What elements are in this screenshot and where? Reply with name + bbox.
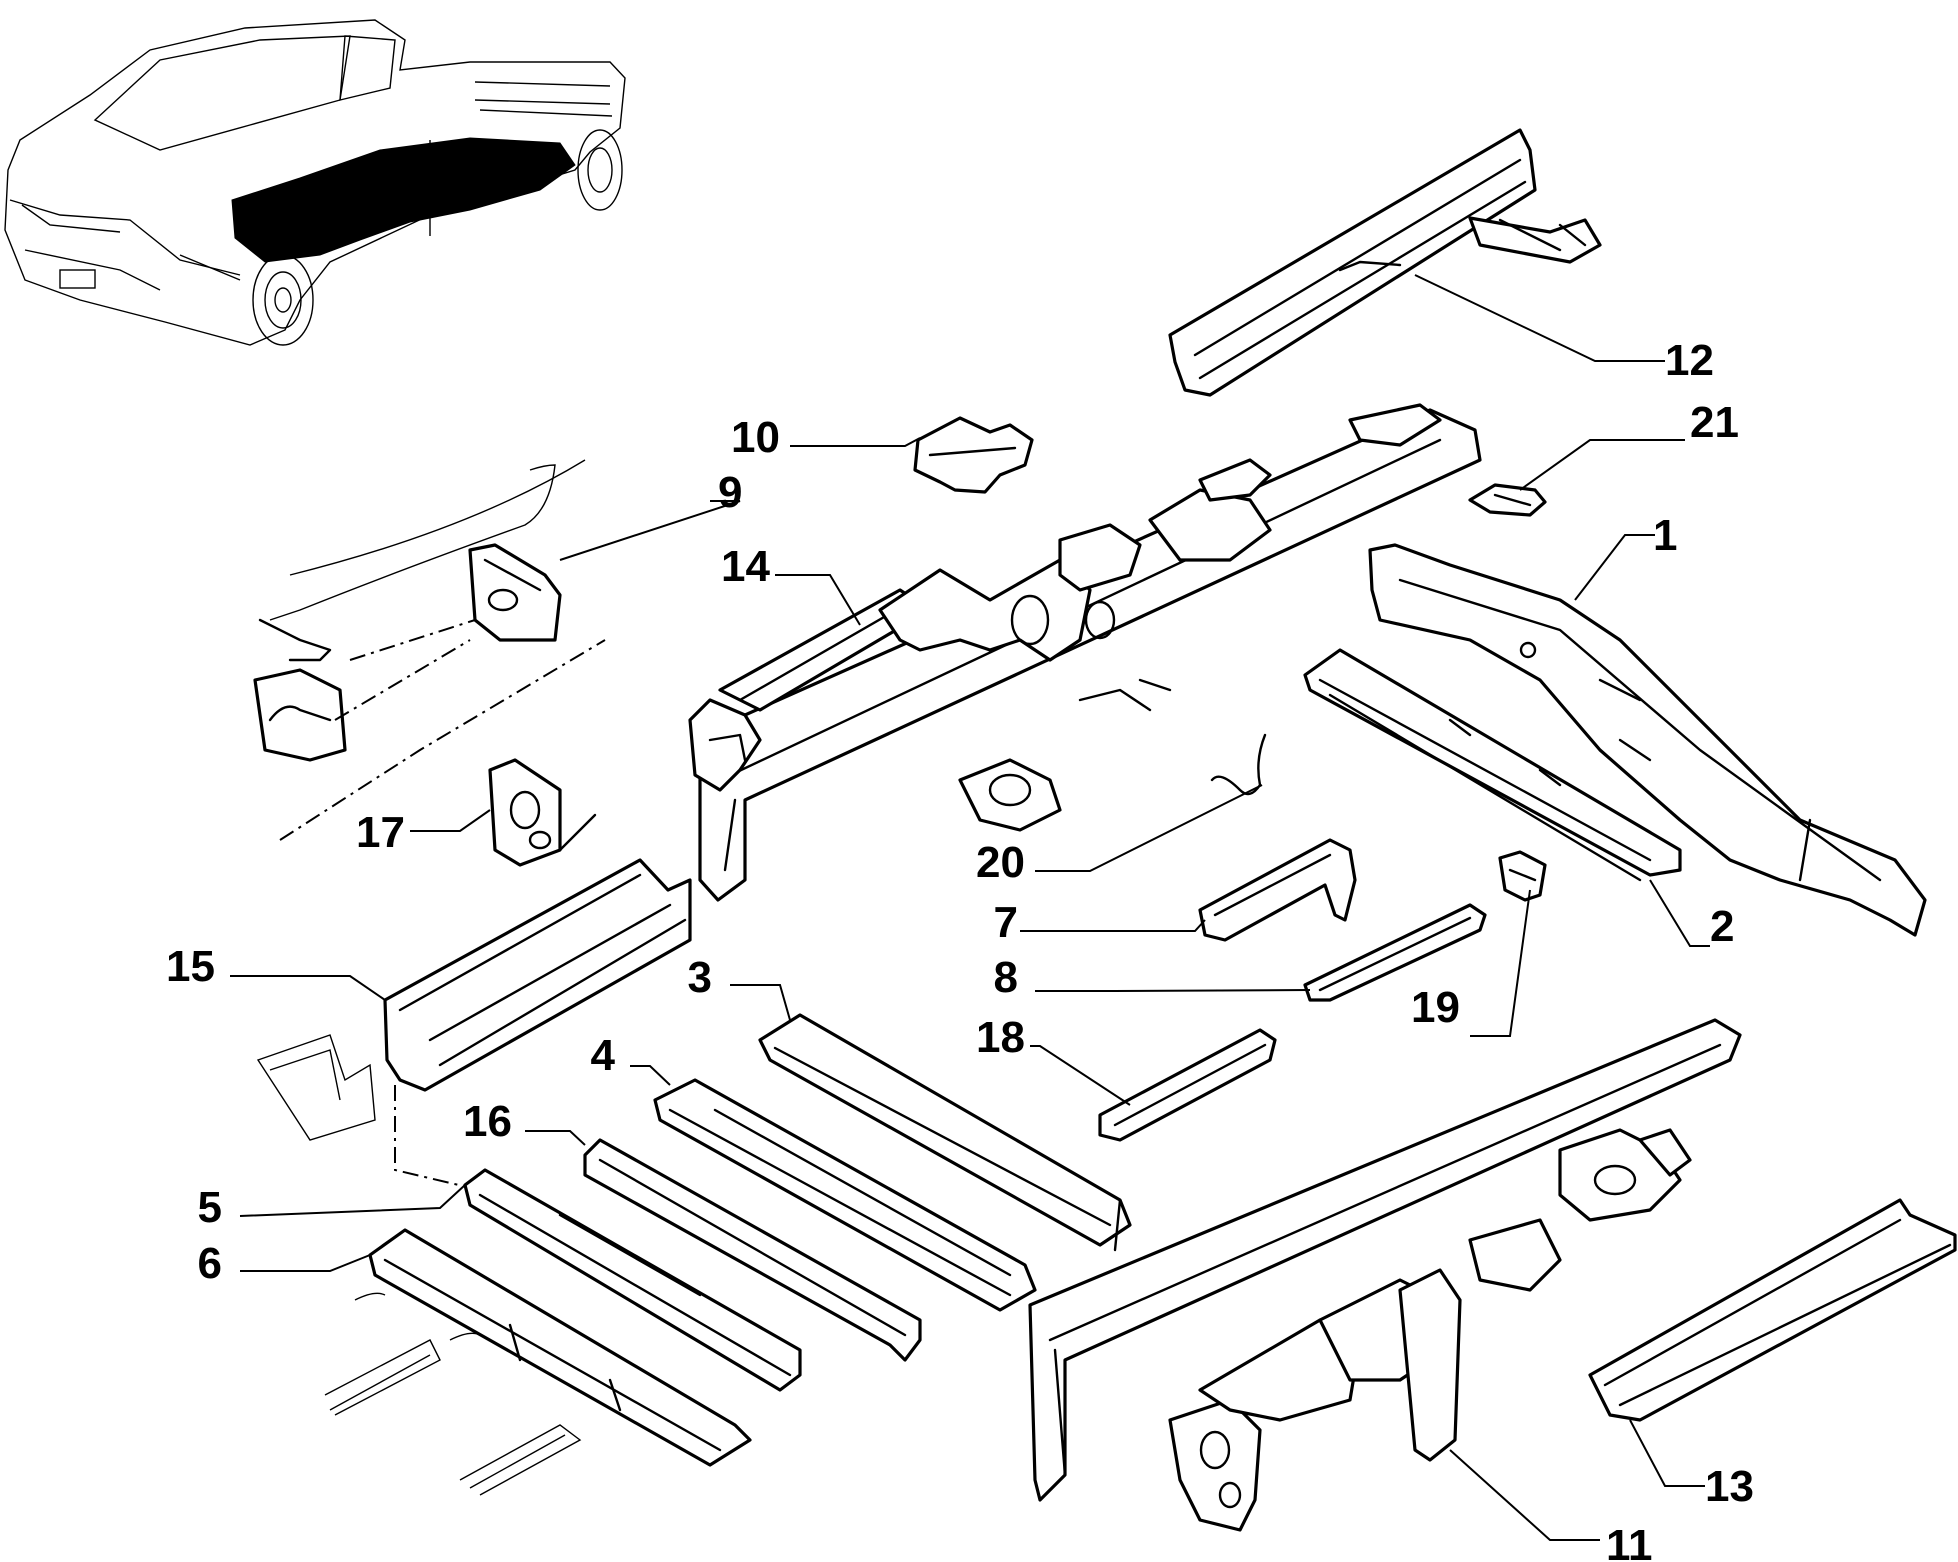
callout-7: 7 — [994, 898, 1018, 947]
callout-19: 19 — [1411, 983, 1460, 1032]
part-4-crossmember — [653, 1078, 1037, 1312]
reference-outline-bottom-left — [324, 1292, 582, 1496]
callout-8: 8 — [994, 953, 1018, 1002]
callout-14: 14 — [721, 542, 770, 591]
part-17-plate — [488, 758, 597, 867]
part-5-crossmember — [463, 1168, 802, 1392]
part-19-clip — [1498, 850, 1547, 902]
part-1-side-panel — [1368, 543, 1927, 937]
callout-2: 2 — [1710, 902, 1734, 951]
callout-4: 4 — [591, 1031, 616, 1080]
callout-6: 6 — [198, 1239, 222, 1288]
part-9-bracket — [468, 543, 562, 642]
part-16-channel — [583, 1138, 922, 1362]
part-13-rear-side-rail — [1588, 1198, 1957, 1422]
part-20-wire-clip — [1210, 733, 1267, 796]
callout-21: 21 — [1690, 398, 1739, 447]
vehicle-overview-thumbnail — [4, 19, 626, 346]
callout-10: 10 — [731, 413, 780, 462]
callout-15: 15 — [166, 942, 215, 991]
part-3-crossmember — [758, 1013, 1132, 1252]
part-10-floor-plate — [913, 416, 1034, 494]
callout-11: 11 — [1606, 1521, 1653, 1562]
callout-17: 17 — [356, 808, 405, 857]
callout-18: 18 — [976, 1013, 1025, 1062]
callout-5: 5 — [198, 1183, 222, 1232]
callout-13: 13 — [1705, 1462, 1754, 1511]
part-6-crossmember — [368, 1228, 752, 1467]
leader-lines — [230, 274, 1710, 1541]
part-21-bracket — [1468, 483, 1547, 517]
callout-1: 1 — [1653, 511, 1677, 560]
callout-12: 12 — [1665, 336, 1714, 385]
part-12-rear-side-rail — [1168, 128, 1602, 397]
part-11-rear-frame-assembly — [1028, 1018, 1742, 1532]
callout-20: 20 — [976, 838, 1025, 887]
part-7-bracket — [1198, 838, 1357, 942]
part-2-crossmember — [1303, 648, 1682, 882]
callout-16: 16 — [463, 1097, 512, 1146]
part-15-front-crossmember — [383, 858, 692, 1092]
callouts: 1 2 3 4 5 6 7 8 9 10 11 12 13 14 15 16 1… — [166, 336, 1754, 1562]
callout-9: 9 — [718, 468, 742, 517]
reference-outline-lower-left — [256, 1034, 481, 1191]
part-8-reinforcement — [1303, 903, 1487, 1002]
part-14-front-frame-assembly — [688, 403, 1482, 902]
callout-3: 3 — [688, 953, 712, 1002]
part-18-channel — [1098, 1028, 1277, 1142]
reference-outline-left — [253, 459, 606, 841]
